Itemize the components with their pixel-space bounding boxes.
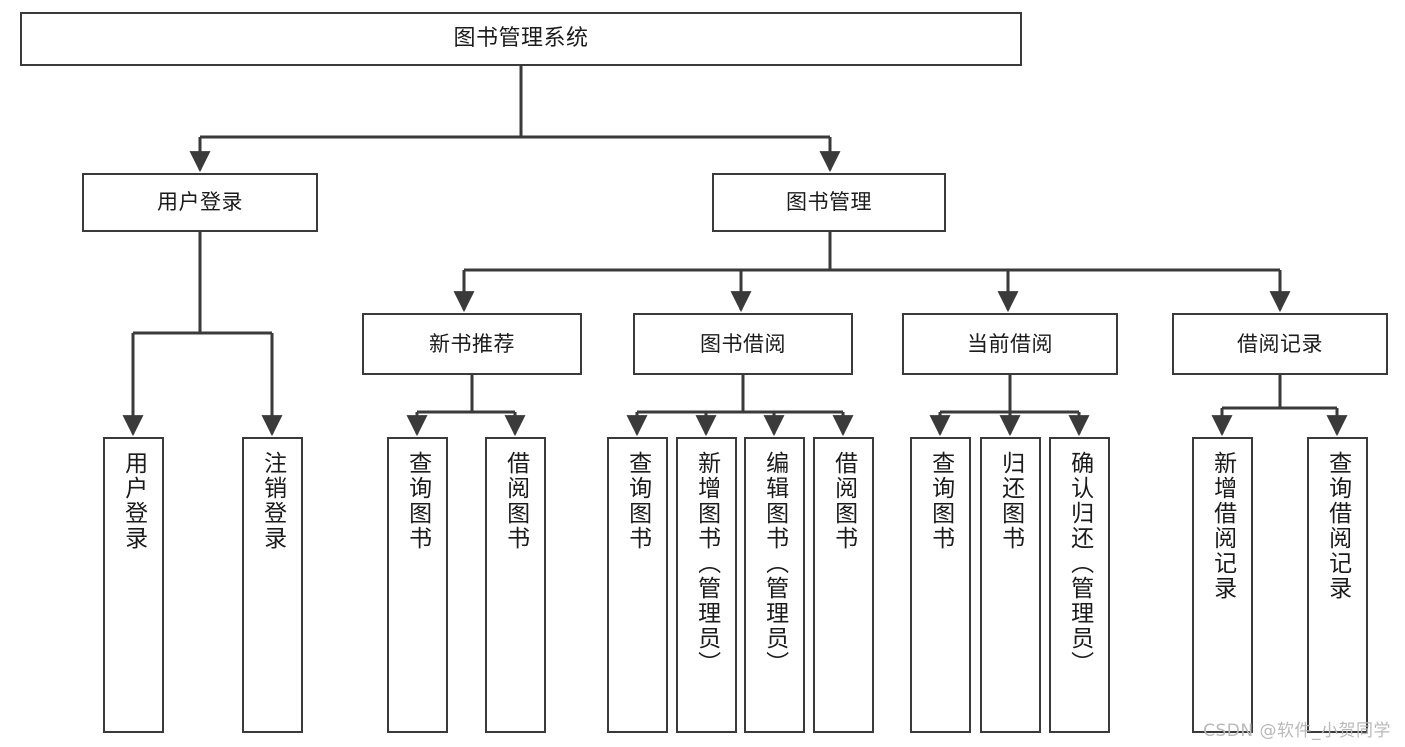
node-book-borrow[interactable]: 图书借阅 — [633, 313, 853, 375]
node-label: 借阅记录 — [1237, 331, 1323, 356]
leaf-book-borrow-borrow-book[interactable]: 借阅图书 — [813, 437, 874, 733]
node-label: 编辑图书（管理员） — [761, 451, 788, 676]
leaf-user-login-login[interactable]: 用户登录 — [103, 437, 164, 733]
node-label: 借阅图书 — [830, 451, 857, 551]
node-label: 借阅图书 — [502, 451, 529, 551]
node-label: 用户登录 — [157, 190, 243, 215]
node-label: 图书管理 — [786, 190, 872, 215]
node-label: 图书借阅 — [700, 331, 786, 356]
leaf-book-borrow-query-book[interactable]: 查询图书 — [607, 437, 668, 733]
leaf-new-book-borrow-book[interactable]: 借阅图书 — [485, 437, 546, 733]
leaf-user-login-logout[interactable]: 注销登录 — [242, 437, 303, 733]
leaf-borrow-record-add-record[interactable]: 新增借阅记录 — [1192, 437, 1253, 733]
node-label: 确认归还（管理员） — [1066, 451, 1093, 676]
node-new-book-recommend[interactable]: 新书推荐 — [362, 313, 582, 375]
node-book-management[interactable]: 图书管理 — [712, 173, 946, 232]
node-label: 新书推荐 — [429, 331, 515, 356]
node-label: 查询借阅记录 — [1324, 451, 1351, 601]
node-borrow-record[interactable]: 借阅记录 — [1172, 313, 1388, 375]
leaf-current-borrow-return-book[interactable]: 归还图书 — [980, 437, 1041, 733]
node-label: 注销登录 — [259, 451, 286, 551]
leaf-current-borrow-query-book[interactable]: 查询图书 — [910, 437, 971, 733]
node-label: 用户登录 — [120, 451, 147, 551]
node-label: 新增图书（管理员） — [693, 451, 720, 676]
node-label: 图书管理系统 — [453, 26, 589, 52]
leaf-current-borrow-confirm-return[interactable]: 确认归还（管理员） — [1049, 437, 1110, 733]
node-label: 查询图书 — [624, 451, 651, 551]
node-label: 当前借阅 — [967, 331, 1053, 356]
node-current-borrow[interactable]: 当前借阅 — [902, 313, 1118, 375]
node-label: 新增借阅记录 — [1209, 451, 1236, 601]
watermark-text: CSDN @软件_小贺同学 — [1203, 721, 1391, 741]
node-user-login[interactable]: 用户登录 — [82, 173, 318, 232]
leaf-new-book-query-book[interactable]: 查询图书 — [387, 437, 448, 733]
node-root-system[interactable]: 图书管理系统 — [20, 12, 1022, 66]
leaf-book-borrow-add-book[interactable]: 新增图书（管理员） — [676, 437, 737, 733]
node-label: 查询图书 — [404, 451, 431, 551]
leaf-book-borrow-edit-book[interactable]: 编辑图书（管理员） — [744, 437, 805, 733]
leaf-borrow-record-query-record[interactable]: 查询借阅记录 — [1307, 437, 1368, 733]
node-label: 查询图书 — [927, 451, 954, 551]
node-label: 归还图书 — [997, 451, 1024, 551]
